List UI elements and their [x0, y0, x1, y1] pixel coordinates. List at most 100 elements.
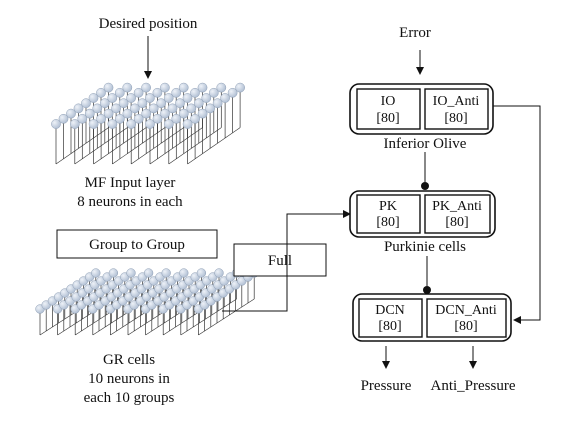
- full-connection-label: Full: [268, 253, 292, 269]
- io-anti-name: IO_Anti: [433, 94, 480, 109]
- pk-neuron-box: [356, 194, 421, 234]
- neuron-node: [99, 98, 110, 109]
- neuron-node: [216, 82, 227, 93]
- neuron-node: [108, 268, 119, 278]
- neuron-node: [81, 98, 91, 109]
- group-to-group-box: [56, 229, 218, 259]
- io-anti-to-dcn-anti-connection: [493, 105, 541, 324]
- neuron-node: [96, 113, 106, 124]
- neuron-node: [122, 82, 133, 93]
- neuron-node: [163, 93, 174, 103]
- neuron-node: [193, 98, 204, 109]
- gr-cells-title: GR cells: [103, 352, 155, 368]
- io-to-purkinje-terminal: [421, 182, 429, 190]
- neuron-node: [197, 82, 208, 93]
- pk-name: PK: [379, 199, 397, 214]
- error-label: Error: [399, 25, 431, 41]
- gr-cells-subtitle-1: 10 neurons in: [88, 371, 170, 387]
- neuron-node: [171, 87, 182, 98]
- neuron-node: [214, 268, 224, 278]
- neuron-node: [167, 103, 178, 114]
- neuron-node: [73, 103, 84, 114]
- neuron-node: [178, 108, 189, 119]
- neuron-node: [115, 113, 125, 124]
- neuron-node: [171, 113, 182, 124]
- neuron-node: [126, 93, 136, 103]
- neuron-node: [58, 113, 69, 124]
- dcn-size: [80]: [378, 319, 401, 334]
- neuron-node: [130, 103, 140, 114]
- neuron-node: [197, 108, 208, 119]
- pressure-label: Pressure: [361, 378, 412, 394]
- mf-input-layer-title: MF Input layer: [85, 175, 176, 191]
- io-anti-neuron-box: [424, 88, 489, 130]
- neuron-node: [145, 93, 155, 103]
- io-name: IO: [381, 94, 396, 109]
- pk-anti-name: PK_Anti: [432, 199, 482, 214]
- dcn-anti-name: DCN_Anti: [435, 303, 497, 318]
- neuron-node: [51, 119, 61, 129]
- neuron-node: [133, 113, 144, 124]
- pk-size: [80]: [376, 215, 399, 230]
- neuron-node: [137, 98, 148, 109]
- neuron-node: [220, 93, 230, 103]
- neuron-node: [103, 82, 114, 93]
- neuron-node: [84, 108, 95, 119]
- neuron-node: [141, 82, 151, 93]
- gr-to-purkinje-connection: [222, 210, 351, 312]
- gr-cells-neuron-grid: [35, 268, 259, 336]
- neuron-node: [212, 98, 223, 109]
- neuron-node: [107, 93, 118, 103]
- neuron-node: [163, 119, 174, 129]
- neuron-node: [227, 87, 238, 98]
- purkinje-label: Purkinie cells: [384, 239, 466, 255]
- neuron-node: [103, 108, 114, 119]
- pk-anti-size: [80]: [445, 215, 468, 230]
- neuron-row-base: [198, 298, 255, 336]
- neuron-node: [190, 87, 200, 98]
- dcn-neuron-box: [358, 298, 423, 338]
- neuron-node: [182, 119, 193, 129]
- gr-cells-subtitle-2: each 10 groups: [84, 390, 175, 406]
- neuron-node: [145, 119, 155, 129]
- neuron-node: [91, 268, 101, 278]
- neuron-node: [126, 268, 136, 278]
- desired-position-label: Desired position: [99, 16, 198, 32]
- neuron-node: [201, 93, 212, 103]
- neuron-node: [88, 119, 99, 129]
- neuron-node: [175, 98, 185, 109]
- io-size: [80]: [376, 111, 399, 126]
- neuron-node: [126, 119, 137, 129]
- neuron-node: [190, 113, 200, 124]
- neuron-node: [186, 103, 197, 114]
- mf-input-layer-subtitle: 8 neurons in each: [77, 194, 183, 210]
- dcn-anti-size: [80]: [454, 319, 477, 334]
- mf-input-neuron-grid: [51, 82, 245, 165]
- neuron-node: [196, 268, 207, 278]
- neuron-node: [156, 98, 167, 109]
- inferior-olive-label: Inferior Olive: [384, 136, 467, 152]
- neuron-row-base: [187, 127, 241, 165]
- neuron-node: [66, 108, 76, 119]
- purkinje-to-dcn-terminal: [423, 286, 431, 294]
- neuron-node: [148, 103, 159, 114]
- neuron-node: [141, 108, 152, 119]
- neuron-node: [107, 119, 118, 129]
- neuron-node: [208, 87, 219, 98]
- neuron-node: [161, 268, 171, 278]
- neuron-node: [205, 103, 215, 114]
- group-to-group-label: Group to Group: [89, 237, 185, 253]
- neuron-node: [118, 98, 129, 109]
- neuron-node: [133, 87, 144, 98]
- neuron-node: [88, 93, 99, 103]
- neuron-node: [160, 82, 170, 93]
- neuron-node: [143, 268, 154, 278]
- neuron-node: [92, 103, 103, 114]
- neuron-node: [152, 113, 163, 124]
- neuron-node: [77, 113, 88, 124]
- neuron-node: [69, 119, 80, 129]
- io-anti-size: [80]: [444, 111, 467, 126]
- io-neuron-box: [356, 88, 421, 130]
- full-connection-box: [233, 243, 327, 277]
- neuron-node: [111, 103, 121, 114]
